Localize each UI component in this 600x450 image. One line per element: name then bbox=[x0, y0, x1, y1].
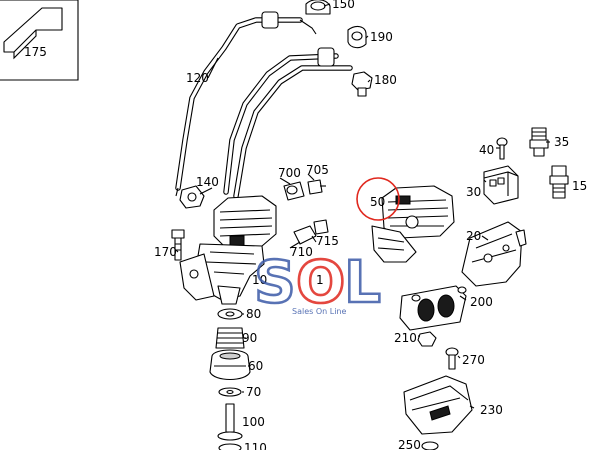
sol-watermark: S O L Sales On Line bbox=[253, 247, 383, 318]
callout-210: 210 bbox=[394, 331, 417, 345]
clip-190 bbox=[347, 25, 367, 49]
callout-170: 170 bbox=[154, 245, 177, 259]
connector-15 bbox=[549, 165, 569, 199]
fitting-700 bbox=[283, 181, 305, 201]
screw-40 bbox=[496, 137, 508, 160]
washer-70 bbox=[218, 387, 242, 397]
callout-80: 80 bbox=[246, 307, 261, 321]
highlight-circle-part-50 bbox=[356, 177, 400, 221]
callout-70: 70 bbox=[246, 385, 261, 399]
callout-100: 100 bbox=[242, 415, 265, 429]
compressor-50 bbox=[371, 185, 455, 263]
watermark-letter-l: L bbox=[344, 248, 381, 316]
bolt-270 bbox=[445, 347, 459, 370]
callout-175: 175 bbox=[24, 45, 47, 59]
callout-710: 710 bbox=[290, 245, 313, 259]
callout-180: 180 bbox=[374, 73, 397, 87]
callout-35: 35 bbox=[554, 135, 569, 149]
fitting-715 bbox=[293, 219, 329, 245]
fitting-150 bbox=[305, 0, 331, 15]
grommet-250 bbox=[421, 441, 439, 450]
callout-10: 10 bbox=[252, 273, 267, 287]
air-line-pipes bbox=[175, 11, 353, 199]
callout-270: 270 bbox=[462, 353, 485, 367]
callout-200: 200 bbox=[470, 295, 493, 309]
callout-715: 715 bbox=[316, 234, 339, 248]
callout-15: 15 bbox=[572, 179, 587, 193]
callout-700: 700 bbox=[278, 166, 301, 180]
washer-110 bbox=[218, 443, 242, 450]
callout-60: 60 bbox=[248, 359, 263, 373]
callout-120: 120 bbox=[186, 71, 209, 85]
callout-190: 190 bbox=[370, 30, 393, 44]
bolt-170 bbox=[171, 229, 185, 261]
callout-705: 705 bbox=[306, 163, 329, 177]
watermark-tagline: Sales On Line bbox=[292, 307, 346, 316]
bracket-140 bbox=[179, 185, 205, 209]
nut-210 bbox=[417, 331, 437, 347]
callout-140: 140 bbox=[196, 175, 219, 189]
callout-40: 40 bbox=[479, 143, 494, 157]
callout-1: 1 bbox=[316, 273, 324, 287]
callout-150: 150 bbox=[332, 0, 355, 11]
watermark-letter-o: O bbox=[296, 248, 345, 316]
fitting-705 bbox=[307, 179, 326, 195]
inset-part-175 bbox=[0, 0, 79, 81]
callout-20: 20 bbox=[466, 229, 481, 243]
callout-50: 50 bbox=[370, 195, 385, 209]
callout-30: 30 bbox=[466, 185, 481, 199]
bracket-20 bbox=[461, 221, 527, 287]
left-compressor-assembly bbox=[179, 195, 277, 305]
relay-30 bbox=[483, 165, 519, 205]
connector-35 bbox=[529, 127, 549, 157]
leader-lines bbox=[175, 3, 568, 409]
callout-labels: 175 150 190 120 180 35 40 10 700 705 140… bbox=[24, 0, 587, 450]
spring-90 bbox=[215, 327, 245, 349]
damper-mount-200 bbox=[399, 285, 467, 331]
rubber-mount-60 bbox=[209, 349, 251, 381]
cover-230 bbox=[403, 375, 473, 435]
callout-110: 110 bbox=[244, 441, 267, 450]
grommet-180 bbox=[351, 71, 373, 97]
callout-230: 230 bbox=[480, 403, 503, 417]
callout-250: 250 bbox=[398, 438, 421, 450]
callout-90: 90 bbox=[242, 331, 257, 345]
watermark-letter-s: S bbox=[254, 248, 296, 316]
washer-80 bbox=[217, 308, 243, 320]
bolt-100 bbox=[217, 403, 243, 441]
